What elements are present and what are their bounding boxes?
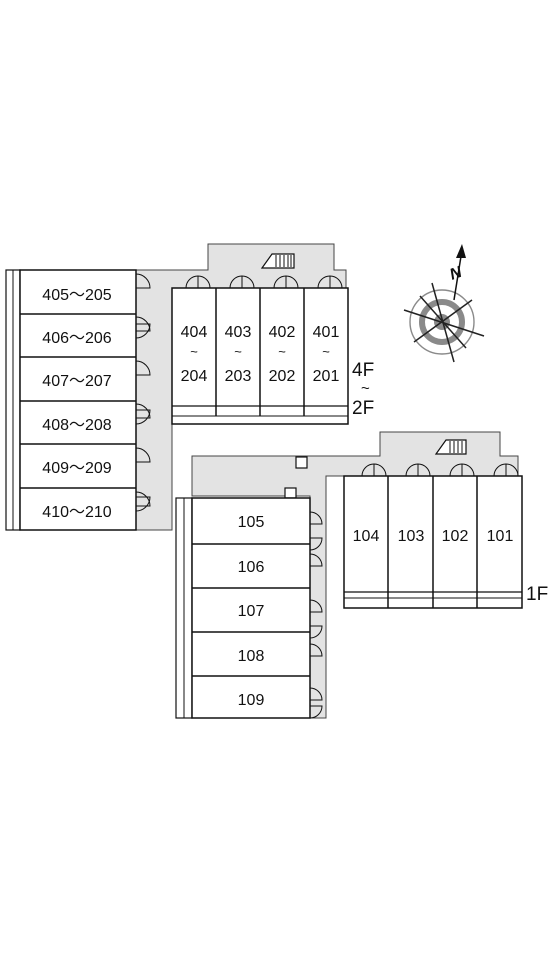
unit-label: 102 — [442, 528, 469, 545]
unit-label-top: 403 — [225, 324, 252, 341]
unit-label-tilde: ~ — [234, 344, 242, 359]
stairs-icon-ground — [434, 439, 467, 455]
unit-label-bottom: 202 — [269, 368, 296, 385]
unit-label: 103 — [398, 528, 425, 545]
ground-west-block: 105 106 107 108 109 — [175, 497, 323, 719]
unit-label: 405～205 — [42, 287, 111, 304]
floor-range-bottom: 2F — [352, 398, 374, 419]
unit-label: 107 — [238, 603, 265, 620]
unit-label: 104 — [353, 528, 380, 545]
unit-label: 409～209 — [42, 460, 111, 477]
unit-label: 410～210 — [42, 504, 111, 521]
door-icons — [185, 275, 343, 289]
upper-west-block: 405～205 406～206 407～207 408～208 409～209 … — [5, 269, 151, 531]
floor-label: 1F — [526, 584, 548, 605]
compass-icon: N — [403, 244, 485, 363]
ground-east-block: 104 103 102 101 — [343, 463, 523, 609]
stairs-icon-upper — [260, 253, 295, 269]
unit-label: 108 — [238, 648, 265, 665]
floor-range-top: 4F — [352, 360, 374, 381]
floor-range-tilde: ~ — [361, 380, 370, 397]
ground-floor-plan: 105 106 107 108 109 — [175, 431, 548, 719]
unit-label-top: 404 — [181, 324, 208, 341]
unit-label: 106 — [238, 559, 265, 576]
upper-floors-plan: 405～205 406～206 407～207 408～208 409～209 … — [5, 243, 374, 531]
unit-label-bottom: 203 — [225, 368, 252, 385]
unit-label: 105 — [238, 514, 265, 531]
unit-label-tilde: ~ — [190, 344, 198, 359]
unit-label: 406～206 — [42, 330, 111, 347]
unit-label-top: 401 — [313, 324, 340, 341]
unit-label-top: 402 — [269, 324, 296, 341]
door-icons — [309, 511, 323, 719]
unit-label-tilde: ~ — [322, 344, 330, 359]
unit-label-tilde: ~ — [278, 344, 286, 359]
unit-label-bottom: 204 — [181, 368, 208, 385]
unit-label-bottom: 201 — [313, 368, 340, 385]
upper-north-block: 404 ~ 204 403 ~ 203 402 ~ 202 401 ~ 201 — [171, 275, 349, 425]
door-icons — [361, 463, 519, 477]
unit-label: 408～208 — [42, 417, 111, 434]
unit-label: 101 — [487, 528, 514, 545]
upper-corridor — [135, 243, 347, 531]
unit-label: 407～207 — [42, 373, 111, 390]
door-icons — [135, 273, 151, 512]
compass-north-label: N — [448, 264, 465, 284]
unit-label: 109 — [238, 692, 265, 709]
